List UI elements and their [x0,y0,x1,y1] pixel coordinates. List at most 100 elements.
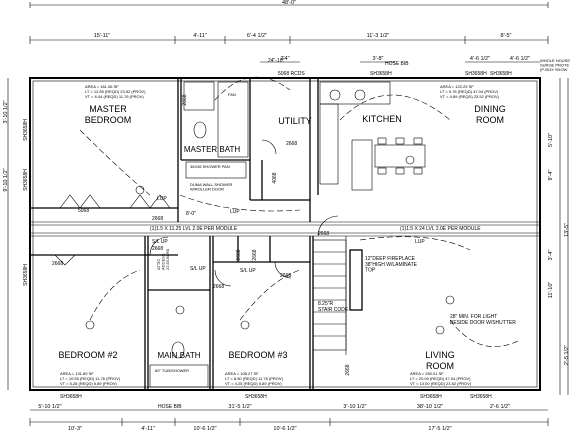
area-living-1: AREA = 250.01 SF [410,371,444,376]
door-1: 2668 [182,94,188,105]
door-11: 2668 [345,364,351,375]
center-beams: (1)1.5 X 11.25 LVL 2.0E PER MODULE (1)1.… [30,221,540,237]
top-dim-5: 8'-5" [501,33,512,39]
window-1: SH3658H [23,119,29,141]
window-8: SH3658H [245,394,267,400]
top-sub-dim-2: 3'-8" [373,56,384,62]
window-7: SH3658H [60,394,82,400]
top-sub-dim-1: 2'4" [280,56,289,62]
door-7: 2668 [213,284,224,290]
label-fan: FAN [228,92,236,97]
label-lup4: S/L UP [240,268,256,274]
door-12: 4068 [272,172,278,183]
top-sub-dim-4: 4'-6 1/2" [510,56,530,62]
area-master-3: VT = 6.44 (REQD) 11.76 (PROV) [85,94,144,99]
area-bed2-2: LT = 10.55 (REQD) 11.76 (PROV) [60,376,121,381]
label-shower-pan: 36X36 SHOWER PAN [190,164,230,169]
top-dim-3: 6'-4 1/2" [247,33,267,39]
room-master-bedroom-line1: MASTER [89,104,127,114]
door-swings [149,139,339,287]
bottom-sub-dim-4: 38'-10 1/2" [417,404,443,410]
right-dim-5: 11'-10" [548,282,554,299]
room-dining-line2: ROOM [476,115,504,125]
door-10: 2668 [236,249,242,260]
area-notes: AREA = 161.06 SF LT = 12.89 (REQD) 23.52… [60,84,500,386]
bottom-dim-4: 10'-6 1/2" [273,426,296,432]
area-living-2: LT = 20.00 (REQD) 47.04 (PROV) [410,376,471,381]
door-3: 5068 [78,208,89,214]
beam-note-1: (1)1.5 X 11.25 LVL 2.0E PER MODULE [150,226,238,232]
area-dining-3: VT = 4.89 (REQD) 23.52 (PROV) [440,94,500,99]
area-dining-2: LT = 9.78 (REQD) 47.04 (PROV) [440,89,499,94]
electrical-wiring [79,76,521,347]
area-dining-1: AREA = 122.29 SF [440,84,474,89]
window-9: SH3658H [420,394,442,400]
bottom-dim-3: 10'-6 1/2" [193,426,216,432]
label-shower: 60" TUB/SHOWER [155,368,189,373]
area-bed2-3: VT = 5.28 (REQD) 5.89 (PROV) [60,381,117,386]
interior-walls [30,78,347,390]
window-2: SH3658H [23,169,29,191]
closet-doors [54,194,171,266]
door-6: 2668 [152,246,163,252]
kitchen-counters [319,81,391,191]
area-living-3: VT = 10.00 (REQD) 23.52 (PROV) [410,381,472,386]
bottom-sub-dim-5: 2'-6 1/2" [490,404,510,410]
overall-width-label: 48'-0" [282,0,296,6]
top-dim-1: 15'-11" [94,33,111,39]
door-9: 2668 [318,231,329,237]
fireplace [349,249,363,311]
door-4: 2668 [152,216,163,222]
left-dimensions: 3'-10 1/2" 9'-10 1/2" [3,78,9,390]
exterior-walls [29,77,541,391]
label-hose-bib-top: HOSE BIB [385,61,409,67]
bottom-dim-5: 17'-5 1/2" [428,426,451,432]
area-bed2-1: AREA = 131.89 SF [60,371,94,376]
bottom-sub-dim-1: 5'-10 1/2" [38,404,61,410]
room-bedroom2: BEDROOM #2 [58,350,117,360]
dining-table [374,137,426,175]
bottom-sub-dim-3: 3'-10 1/2" [343,404,366,410]
room-living-line1: LIVING [425,350,455,360]
room-utility: UTILITY [278,116,312,126]
window-4: SH3658H [370,71,392,77]
label-lup3: S/L UP [190,266,206,272]
room-bedroom3: BEDROOM #3 [228,350,287,360]
door-14: 2668 [252,249,258,260]
door-13: 5068 RCDS [278,71,305,77]
right-dim-1: 5'-10" [548,133,554,147]
room-master-bedroom-line2: BEDROOM [85,115,132,125]
left-dim-2: 9'-10 1/2" [3,168,9,191]
right-dimensions: 5'-10" 9'-4" 13'-5" 3'-4" 11'-10" 2'-5 1… [548,78,570,395]
room-master-bath: MASTER BATH [184,145,241,154]
master-bath-fixtures [183,81,249,179]
area-bed3-2: LT = 8.50 (REQD) 11.76 (PROV) [225,376,284,381]
window-10: SH3658H [470,394,492,400]
misc-labels: LUP S/L UP S/L UP S/L UP LUP LUP HOSE BI… [152,58,570,410]
label-lup6: LUP [415,239,425,245]
label-attic: ATTICACCESS22.5X30 R0 [156,248,170,270]
top-dimensions: 48'-0" 15'-11" 4'-11" 6'-4 1/2" 11'-3 1/… [29,0,549,63]
room-labels: MASTER BEDROOM MASTER BATH UTILITY KITCH… [58,104,505,371]
label-lup2: S/L UP [152,239,168,245]
right-dim-6: 2'-5 1/2" [564,345,570,365]
door-8: 2668 [280,273,291,279]
bottom-dim-1: 10'-3" [68,426,82,432]
door-5: 2668 [52,261,63,267]
door-labels: 2668 2668 5068 2668 2668 2668 2668 2668 … [52,71,351,376]
room-kitchen: KITCHEN [362,114,402,124]
window-6: SH3658H [490,71,512,77]
area-master-2: LT = 12.89 (REQD) 23.52 (PROV) [85,89,146,94]
right-dim-3: 13'-5" [564,223,570,237]
door-2: 2668 [286,141,297,147]
bottom-sub-dim-2: 31'-5 1/2" [228,404,251,410]
label-lup1: LUP [157,196,167,202]
light-fixtures [85,155,455,335]
bottom-dimensions: 10'-3" 4'-11" 10'-6 1/2" 10'-6 1/2" 17'-… [29,404,549,432]
window-5: SH3658H [465,71,487,77]
window-3: SH3658H [23,264,29,286]
